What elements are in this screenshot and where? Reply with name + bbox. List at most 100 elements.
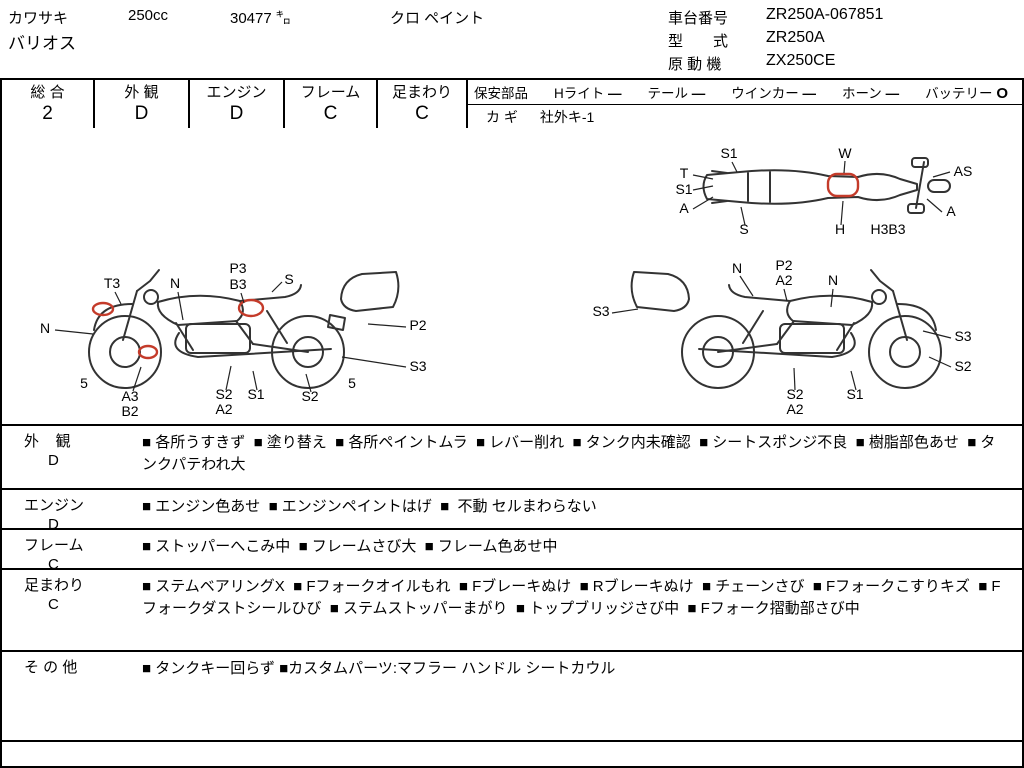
displacement: 250cc [128, 7, 169, 24]
bike-top-view [702, 157, 951, 214]
model-code-label: 型 式 [668, 33, 729, 50]
damage-code-label: W [838, 145, 852, 161]
label-connectors [54, 160, 952, 393]
damage-code-label: T3 [104, 275, 121, 291]
key-row: カ ギ 社外キ-1 [468, 105, 1022, 128]
detail-row-exterior: 外 観 D ■ 各所うすきず ■ 塗り替え ■ 各所ペイントムラ ■ レバー削れ… [2, 424, 1022, 488]
grade-engine-value: D [229, 103, 244, 124]
detail-label-exterior: 外 観 [24, 433, 71, 450]
safety-item-headlight: Hライト — [553, 86, 622, 101]
damage-code-label: S [284, 271, 293, 287]
detail-grade-exterior: D [48, 452, 59, 469]
detail-label-undercarriage: 足まわり [24, 577, 85, 594]
maker: カワサキ [8, 10, 69, 27]
chassis-number: ZR250A-067851 [766, 6, 884, 23]
body-color: クロ ペイント [390, 10, 485, 27]
model-code: ZR250A [766, 29, 825, 46]
detail-label-other: そ の 他 [24, 659, 78, 676]
sheet-frame [0, 78, 1024, 768]
grade-undercarriage-label: 足まわり [391, 84, 452, 101]
damage-code-label: H [835, 221, 845, 237]
damage-code-label: S2 [301, 388, 318, 404]
grade-frame-label: フレーム [300, 84, 361, 101]
detail-row-frame: フレーム C ■ ストッパーへこみ中 ■ フレームさび大 ■ フレーム色あせ中 [2, 528, 1022, 573]
model-name: バリオス [8, 34, 76, 53]
grade-undercarriage-value: C [415, 103, 429, 124]
damage-code-label: P2 [775, 257, 792, 273]
safety-parts-label: 保安部品 [474, 86, 528, 101]
grade-overall: 総 合 2 [2, 80, 95, 128]
chassis-label: 車台番号 [668, 10, 729, 27]
damage-code-label: S1 [247, 386, 264, 402]
detail-grade-frame: C [48, 556, 59, 573]
damage-code-label: AS [954, 163, 973, 179]
safety-item-tail: テール — [647, 86, 706, 101]
damage-code-label: S3 [592, 303, 609, 319]
grade-frame-value: C [323, 103, 338, 124]
damage-marks [91, 172, 860, 360]
grade-undercarriage: 足まわり C [378, 80, 468, 128]
bike-left-side-view [88, 269, 400, 389]
damage-code-label: P2 [409, 317, 426, 333]
damage-code-label: T [680, 165, 689, 181]
damage-code-label: S2 [786, 386, 803, 402]
damage-code-label: H3B3 [870, 221, 905, 237]
damage-code-label: A3 [121, 388, 138, 404]
safety-parts-row: 保安部品 Hライト — テール — ウインカー — ホーン — バッテリー O [468, 80, 1022, 105]
damage-code-label: N [732, 260, 742, 276]
damage-code-label: A2 [786, 401, 803, 417]
detail-label-engine: エンジン [24, 497, 85, 514]
damage-code-label: S [739, 221, 748, 237]
grade-overall-value: 2 [42, 103, 53, 124]
detail-grade-engine: D [48, 516, 59, 533]
grade-exterior-label: 外 観 [124, 84, 159, 101]
grade-exterior-value: D [134, 103, 149, 124]
mileage: 30477 ㌔ [230, 10, 291, 27]
damage-code-label: S3 [954, 328, 971, 344]
detail-row-other: そ の 他 ■ タンクキー回らず ■カスタムパーツ:マフラー ハンドル シートカ… [2, 650, 1022, 740]
damage-code-label: 5 [80, 375, 88, 391]
detail-grade-undercarriage: C [48, 596, 59, 613]
grade-engine-label: エンジン [206, 84, 267, 101]
grade-exterior: 外 観 D [95, 80, 190, 128]
detail-text-engine: ■ エンジン色あせ ■ エンジンペイントはげ ■ 不動 セルまわらない [142, 498, 597, 515]
damage-code-label: A2 [775, 272, 792, 288]
detail-row-undercarriage: 足まわり C ■ ステムベアリングX ■ Fフォークオイルもれ ■ Fブレーキぬ… [2, 568, 1022, 650]
damage-code-label: N [170, 275, 180, 291]
detail-text-other: ■ タンクキー回らず ■カスタムパーツ:マフラー ハンドル シートカウル [142, 660, 616, 677]
damage-code-label: B2 [121, 403, 138, 419]
bike-right-side-view [630, 269, 942, 389]
detail-text-undercarriage: ■ ステムベアリングX ■ Fフォークオイルもれ ■ Fブレーキぬけ ■ Rブレ… [142, 578, 1001, 617]
damage-code-label: S1 [675, 181, 692, 197]
engine-code: ZX250CE [766, 52, 836, 69]
safety-item-winker: ウインカー — [731, 86, 816, 101]
detail-text-frame: ■ ストッパーへこみ中 ■ フレームさび大 ■ フレーム色あせ中 [142, 538, 558, 555]
safety-section: 保安部品 Hライト — テール — ウインカー — ホーン — バッテリー O … [468, 80, 1022, 128]
damage-code-label: P3 [229, 260, 246, 276]
damage-code-label: N [40, 320, 50, 336]
key-value: 社外キ-1 [539, 108, 595, 125]
safety-item-horn: ホーン — [841, 86, 900, 101]
engine-code-label: 原 動 機 [668, 56, 722, 73]
damage-code-label: S2 [954, 358, 971, 374]
safety-item-battery: バッテリー O [925, 85, 1008, 102]
motorcycle-diagram-svg: T3NP3B3SNP2S35A3B2S2A2S1S25NP2A2NS3S3S2S… [40, 145, 973, 419]
detail-label-frame: フレーム [24, 537, 84, 554]
grade-overall-label: 総 合 [30, 84, 65, 101]
damage-code-label: N [828, 272, 838, 288]
damage-code-label: A2 [215, 401, 232, 417]
grade-row: 総 合 2 外 観 D エンジン D フレーム C 足まわり C 保安部品 Hラ… [2, 80, 1022, 128]
bottom-strip [2, 740, 1022, 766]
damage-code-label: S1 [720, 145, 737, 161]
grade-engine: エンジン D [190, 80, 285, 128]
header: カワサキ 250cc 30477 ㌔ クロ ペイント バリオス 車台番号 ZR2… [0, 0, 1024, 78]
damage-code-label: S3 [409, 358, 426, 374]
damage-code-label: B3 [229, 276, 246, 292]
damage-code-label: 5 [348, 375, 356, 391]
detail-row-engine: エンジン D ■ エンジン色あせ ■ エンジンペイントはげ ■ 不動 セルまわら… [2, 488, 1022, 533]
damage-code-label: S2 [215, 386, 232, 402]
damage-code-label: A [679, 200, 689, 216]
grade-frame: フレーム C [285, 80, 378, 128]
